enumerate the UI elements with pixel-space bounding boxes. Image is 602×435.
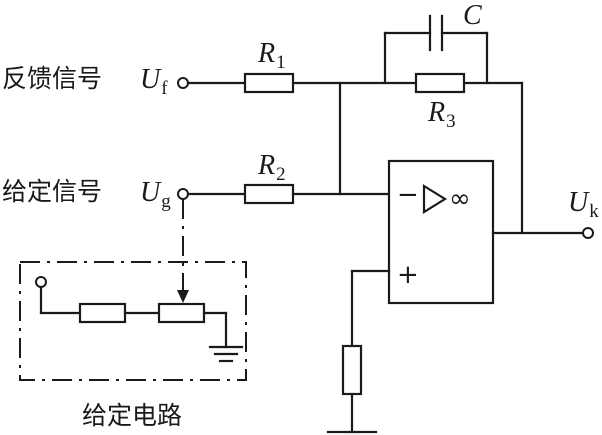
opamp-infinity: ∞	[449, 184, 471, 214]
uf-terminal	[177, 77, 189, 89]
given-circuit-terminal	[35, 276, 47, 288]
given-signal-label: 给定信号	[2, 177, 102, 206]
ug-label: Ug	[140, 177, 171, 212]
uf-label: Uf	[140, 64, 168, 99]
uk-label: Uk	[568, 187, 599, 222]
r1-label: R1	[257, 38, 286, 73]
given-resistor	[78, 302, 127, 324]
c-label: C	[463, 0, 482, 31]
resistor-r3	[414, 72, 466, 94]
resistor-r1	[243, 72, 295, 94]
opamp-triangle-icon	[422, 184, 448, 214]
feedback-signal-label: 反馈信号	[2, 64, 102, 93]
wiper-arrow-icon	[177, 290, 189, 303]
opamp-minus: −	[397, 180, 419, 210]
given-circuit-box	[19, 261, 247, 381]
given-circuit-label: 给定电路	[82, 401, 182, 430]
r3-label: R3	[427, 97, 456, 132]
ug-terminal	[177, 188, 189, 200]
uk-terminal	[582, 227, 594, 239]
r2-label: R2	[257, 150, 286, 185]
resistor-ground	[341, 344, 363, 396]
opamp-plus: +	[397, 260, 419, 290]
given-potentiometer	[157, 302, 206, 324]
resistor-r2	[243, 183, 295, 205]
opamp-body	[387, 159, 495, 305]
